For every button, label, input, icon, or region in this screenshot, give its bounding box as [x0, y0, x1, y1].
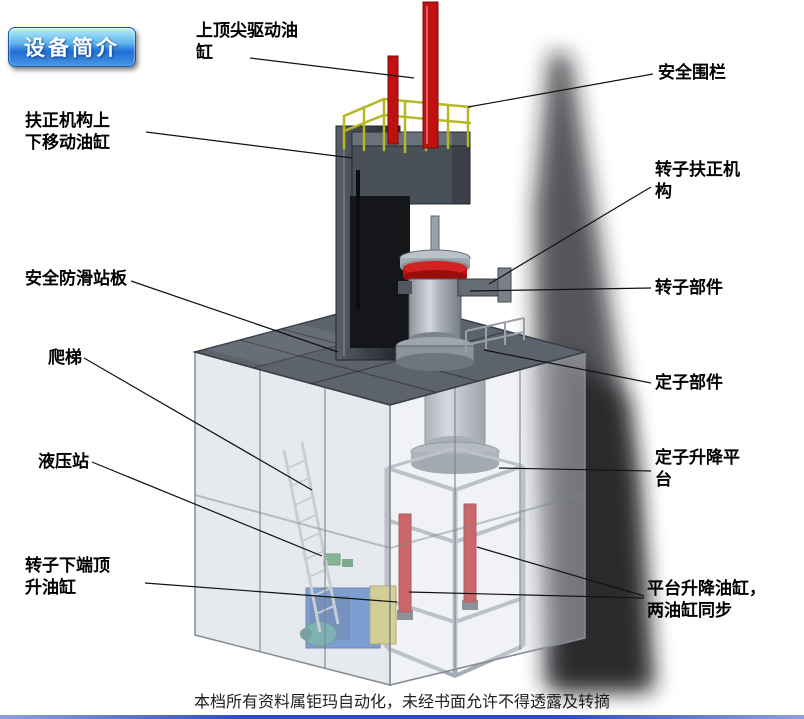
drive-cylinder-rods [387, 1, 439, 149]
press-column [335, 125, 471, 361]
leader-safety-fence [467, 73, 654, 108]
leader-stator-lift-platform [498, 467, 652, 472]
leader-rotor-centering [488, 186, 652, 285]
platform-lift-cylinder-left [397, 513, 413, 620]
leader-platform-lift-a [476, 546, 645, 597]
leader-top-tip-cylinder [249, 57, 415, 79]
leader-lines [83, 57, 654, 603]
footer-watermark: 本档所有资料属钜玛自动化，未经书面允许不得透露及转摘 [193, 694, 610, 711]
label-anti-slip-board: 安全防滑站板 [25, 269, 127, 288]
title-badge-label: 设备简介 [24, 37, 120, 60]
label-hydraulic-station: 液压站 [38, 452, 89, 471]
label-centering-move-cylinder: 扶正机构上下移动油缸 [25, 111, 110, 152]
leader-rotor-jack-cylinder [144, 582, 398, 603]
leader-stator-part [483, 349, 652, 384]
label-platform-lift-cylinders: 平台升降油缸，两油缸同步 [647, 579, 766, 620]
leader-anti-slip-board [130, 280, 339, 353]
leader-rotor-part [469, 287, 652, 292]
label-ladder: 爬梯 [48, 348, 82, 367]
platform-lift-cylinder-right [462, 503, 478, 610]
bottom-blue-line [0, 715, 804, 719]
leader-hydraulic-station [91, 461, 323, 557]
label-rotor-centering-mechanism: 转子扶正机构 [655, 160, 740, 201]
rotor-assembly [395, 215, 475, 371]
leader-ladder [83, 357, 313, 491]
platform-side-railing [465, 317, 525, 353]
label-stator-lift-platform: 定子升降平台 [655, 448, 740, 489]
label-stator-part: 定子部件 [655, 373, 723, 392]
enclosure [194, 351, 586, 686]
leader-platform-lift-b [408, 591, 645, 599]
leader-centering-move-cylinder [145, 131, 353, 159]
machine-shadow [534, 52, 655, 690]
title-badge: 设备简介 [8, 27, 136, 67]
label-top-tip-drive-cylinder: 上顶尖驱动油缸 [196, 21, 298, 62]
label-rotor-part: 转子部件 [655, 278, 723, 297]
label-rotor-bottom-jack-cylinder: 转子下端顶升油缸 [25, 556, 110, 597]
label-safety-fence: 安全围栏 [658, 63, 726, 82]
